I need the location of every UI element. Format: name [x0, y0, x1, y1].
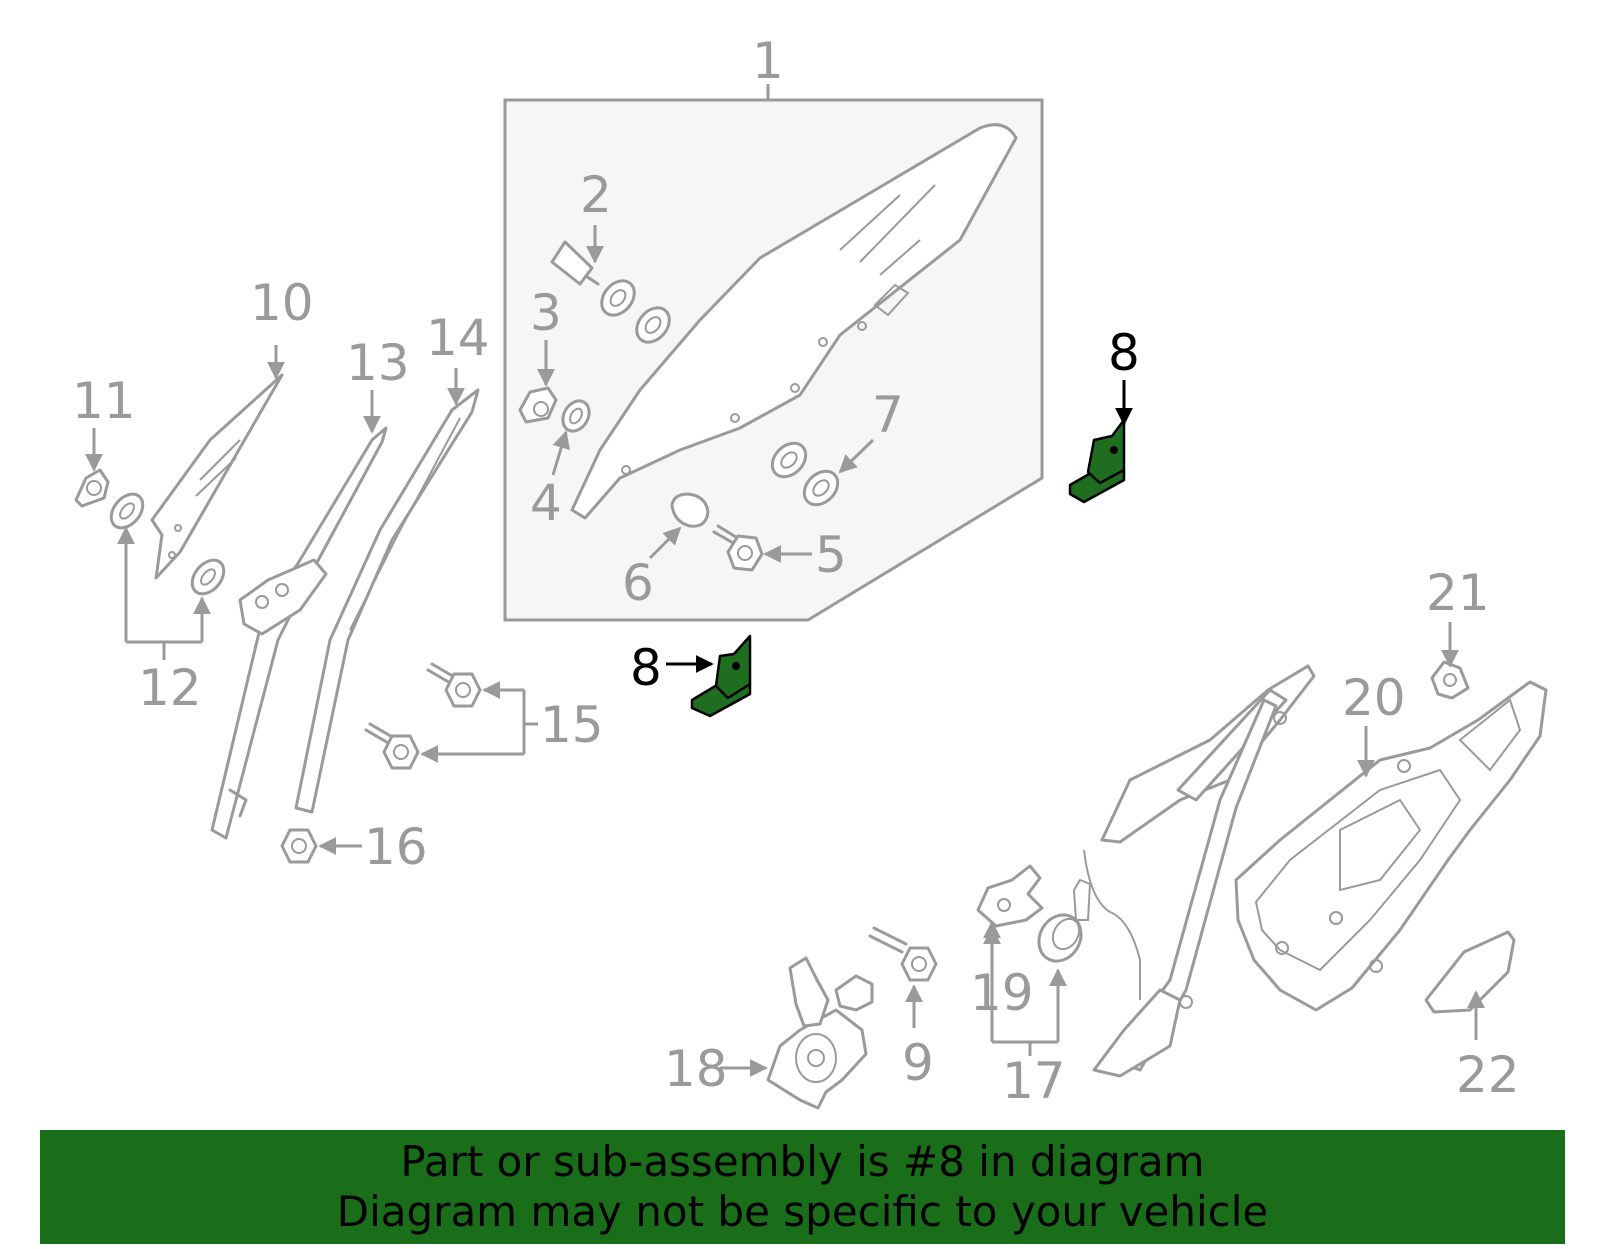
- bolt-part-5: [712, 524, 764, 572]
- callout-18: 18: [664, 1040, 728, 1098]
- callout-10: 10: [250, 274, 314, 332]
- callout-3: 3: [530, 284, 562, 342]
- callout-11: 11: [72, 372, 136, 430]
- run-channel-part-14: [294, 388, 480, 814]
- callout-16: 16: [364, 818, 428, 876]
- spacer-part-6: [670, 492, 710, 528]
- callout-5: 5: [815, 526, 847, 584]
- callout-17: 17: [1002, 1052, 1066, 1110]
- callout-9: 9: [902, 1034, 934, 1092]
- callout-8-left: 8: [630, 639, 662, 697]
- bolt-part-15: [364, 662, 482, 770]
- screw-part-2: [550, 240, 671, 344]
- regulator-part-17: [1072, 664, 1316, 1078]
- door-glass: [570, 123, 1018, 520]
- corner-glass-part-10: [150, 373, 284, 580]
- callout-1: 1: [752, 32, 784, 90]
- callout-7: 7: [872, 386, 904, 444]
- callout-8-right: 8: [1108, 324, 1140, 382]
- clip-part-3: [518, 386, 558, 424]
- carrier-panel-part-20: [1234, 680, 1548, 1012]
- callout-22: 22: [1456, 1046, 1520, 1104]
- highlighted-bracket-part-8-left: [690, 634, 752, 718]
- bracket-part-19: [976, 864, 1044, 928]
- callout-21: 21: [1426, 564, 1490, 622]
- banner-line-1: Part or sub-assembly is #8 in diagram: [400, 1137, 1205, 1186]
- callout-20: 20: [1342, 669, 1406, 727]
- banner-line-2: Diagram may not be specific to your vehi…: [336, 1187, 1269, 1236]
- nut-part-16: [280, 828, 318, 864]
- callout-19: 19: [970, 964, 1034, 1022]
- channel-part-13: [210, 426, 388, 840]
- pulley-part-17: [1037, 913, 1083, 963]
- callout-13: 13: [346, 334, 410, 392]
- motor-part-18: [766, 956, 874, 1110]
- callout-6: 6: [622, 554, 654, 612]
- washer-part-7: [770, 441, 840, 507]
- clip-part-21: [1430, 660, 1470, 700]
- callout-14: 14: [426, 309, 490, 367]
- bolt-part-9: [868, 926, 938, 982]
- clip-part-11: [74, 468, 110, 508]
- washer-part-12: [109, 492, 226, 596]
- seal-part-22: [1424, 930, 1516, 1014]
- callout-12: 12: [138, 659, 202, 717]
- callout-2: 2: [580, 166, 612, 224]
- callout-4: 4: [530, 474, 562, 532]
- info-banner: Part or sub-assembly is #8 in diagram Di…: [40, 1130, 1565, 1244]
- grommet-part-4: [561, 399, 591, 433]
- highlighted-bracket-part-8-right: [1068, 418, 1126, 504]
- callout-15: 15: [540, 696, 604, 754]
